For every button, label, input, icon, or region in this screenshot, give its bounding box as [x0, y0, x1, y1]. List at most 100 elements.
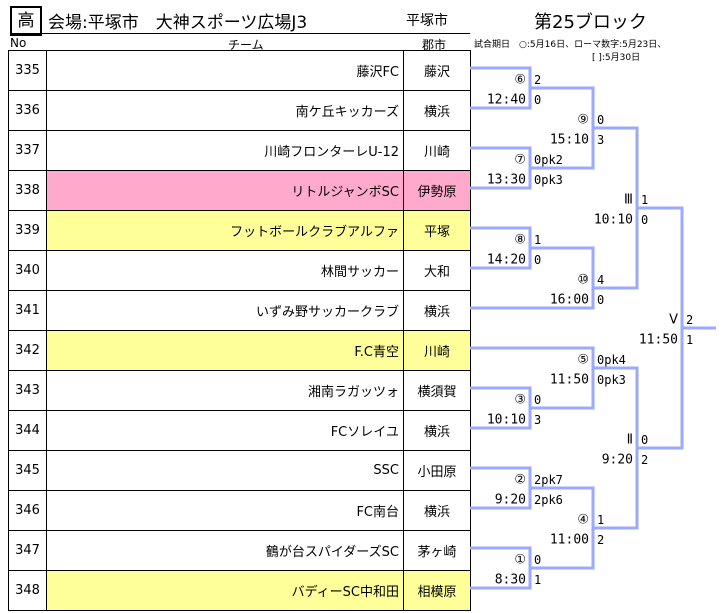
game-time: 9:20	[494, 492, 526, 508]
game-number: Ⅲ	[624, 192, 633, 208]
team-number: 338	[8, 170, 47, 211]
score-bottom: 3	[597, 133, 605, 147]
team-city: 小田原	[403, 450, 471, 491]
bracket-line-g10	[470, 246, 595, 310]
score-bottom: 2	[597, 533, 605, 547]
game-number: ⑥	[514, 72, 526, 88]
team-number: 344	[8, 410, 47, 451]
game-time: 11:00	[549, 532, 589, 548]
team-city: 平塚	[403, 210, 471, 251]
score-top: 0pk4	[597, 353, 626, 367]
score-top: 2	[686, 313, 694, 327]
score-top: 1	[641, 193, 649, 207]
game-time: 10:10	[593, 212, 633, 228]
team-number: 340	[8, 250, 47, 291]
team-name: 川崎フロンターレU-12	[46, 130, 404, 171]
host-city: 平塚市	[406, 13, 448, 29]
score-top: 4	[597, 273, 605, 287]
team-number: 348	[8, 570, 47, 611]
col-header-no: No	[10, 36, 27, 50]
score-top: 0	[534, 393, 542, 407]
team-name: リトルジャンボSC	[46, 170, 404, 211]
team-number: 347	[8, 530, 47, 571]
col-header-city: 郡市	[422, 38, 447, 52]
team-city: 大和	[403, 250, 471, 291]
team-name: F.C青空	[46, 330, 404, 371]
score-top: 1	[597, 513, 605, 527]
header-underline	[10, 33, 470, 34]
score-bottom: 3	[534, 413, 542, 427]
game-number: ⑨	[577, 112, 589, 128]
team-name: 鶴が台スパイダーズSC	[46, 530, 404, 571]
game-number: ④	[577, 512, 589, 528]
score-top: 0pk2	[534, 153, 563, 167]
score-bottom: 0	[641, 213, 649, 227]
game-time: 11:50	[638, 332, 678, 348]
game-time: 10:10	[486, 412, 526, 428]
bracket-line-g5	[470, 346, 595, 410]
score-bottom: 0	[597, 293, 605, 307]
team-name: 林間サッカー	[46, 250, 404, 291]
bracket-line-g5r	[637, 206, 684, 450]
game-number: ⑦	[514, 152, 526, 168]
game-number: Ⅴ	[669, 312, 678, 328]
team-number: 339	[8, 210, 47, 251]
team-name: FC南台	[46, 490, 404, 531]
team-city: 藤沢	[403, 50, 471, 91]
bracket-line-g3	[470, 386, 532, 430]
team-city: 川崎	[403, 130, 471, 171]
level-badge: 高	[10, 6, 42, 36]
game-time: 16:00	[549, 292, 589, 308]
game-number: ②	[514, 472, 526, 488]
score-top: 0	[597, 113, 605, 127]
game-time: 9:20	[601, 452, 633, 468]
score-top: 2pk7	[534, 473, 563, 487]
score-bottom: 2	[641, 453, 649, 467]
team-number: 346	[8, 490, 47, 531]
team-name: フットボールクラブアルファ	[46, 210, 404, 251]
bracket-line-g1	[470, 546, 532, 590]
bracket-line-g3r	[593, 126, 639, 290]
team-name: FCソレイユ	[46, 410, 404, 451]
score-bottom: 0	[534, 93, 542, 107]
score-top: 1	[534, 233, 542, 247]
game-number: ①	[514, 552, 526, 568]
game-number: ⑧	[514, 232, 526, 248]
team-name: 藤沢FC	[46, 50, 404, 91]
score-top: 0	[534, 553, 542, 567]
team-city: 横浜	[403, 290, 471, 331]
score-top: 0	[641, 433, 649, 447]
game-number: Ⅱ	[626, 432, 633, 448]
score-bottom: 0	[534, 253, 542, 267]
game-number: ⑩	[577, 272, 589, 288]
game-time: 8:30	[494, 572, 526, 588]
score-bottom: 0pk3	[597, 373, 626, 387]
game-number: ⑤	[577, 352, 589, 368]
venue-title: 会場:平塚市 大神スポーツ広場J3	[48, 13, 308, 33]
block-title: 第25ブロック	[534, 12, 647, 33]
game-time: 13:30	[486, 172, 526, 188]
game-number: ③	[514, 392, 526, 408]
team-city: 伊勢原	[403, 170, 471, 211]
score-bottom: 2pk6	[534, 493, 563, 507]
score-bottom: 0pk3	[534, 173, 563, 187]
game-time: 15:10	[549, 132, 589, 148]
team-city: 横須賀	[403, 370, 471, 411]
team-name: 湘南ラガッツォ	[46, 370, 404, 411]
bracket-line-g4	[530, 486, 595, 570]
game-time: 12:40	[486, 92, 526, 108]
game-time: 11:50	[549, 372, 589, 388]
score-top: 2	[534, 73, 542, 87]
